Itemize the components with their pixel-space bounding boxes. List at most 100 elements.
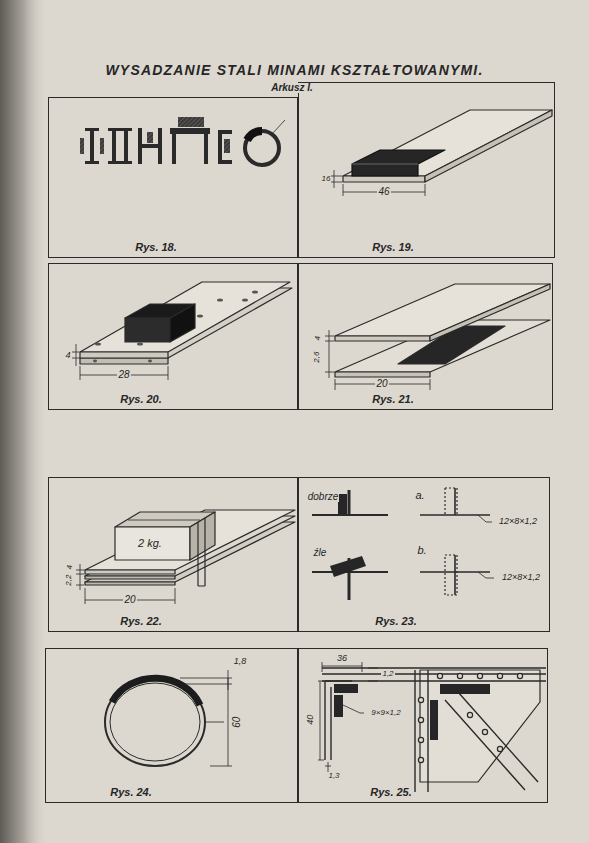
figure-panel: Rys. 18. [48, 97, 298, 258]
separated-plates [335, 372, 430, 377]
dimension-label: 4 [314, 335, 322, 341]
truss-joint [418, 757, 423, 762]
riveted-plates [252, 290, 258, 293]
angle-sections [330, 556, 366, 577]
plate-with-charge [352, 164, 418, 165]
dimension-label: 28 [117, 370, 130, 381]
steel-sections [90, 128, 94, 164]
truss-joint [334, 684, 358, 693]
figure-caption: Rys. 23. [375, 615, 417, 627]
ring-section [112, 678, 200, 705]
steel-sections [170, 128, 210, 134]
dimension-lines [335, 379, 430, 390]
dimension-lines [325, 330, 430, 390]
dimension-lines [72, 344, 168, 380]
truss-joint [418, 697, 423, 702]
separated-plates [335, 284, 550, 336]
steel-sections [218, 130, 232, 164]
plate-with-charge [352, 150, 445, 176]
truss-joint [418, 673, 522, 762]
angle-sections [478, 515, 492, 522]
figure-caption: Rys. 19. [372, 241, 414, 253]
dimension-lines [180, 670, 232, 690]
ring-section [110, 683, 200, 761]
figure-caption: Rys. 18. [135, 241, 177, 253]
dimension-label: dobrze [307, 492, 340, 503]
dimension-label: 16 [321, 175, 332, 183]
plate-stack-with-charge [115, 527, 190, 560]
truss-joint [415, 670, 428, 792]
dimension-label: źle [313, 548, 328, 559]
steel-sections [142, 144, 158, 148]
dimension-label: 60 [233, 715, 244, 728]
truss-joint [430, 700, 438, 740]
truss-joint [517, 673, 522, 678]
angle-sections [454, 488, 456, 515]
riveted-plates [217, 298, 223, 301]
figure-caption: Rys. 20. [120, 393, 162, 405]
steel-sections [147, 132, 153, 143]
steel-sections [124, 128, 128, 164]
angle-sections [445, 555, 457, 595]
truss-joint [440, 684, 490, 694]
separated-plates [430, 284, 550, 341]
dimension-label: 2,6 [314, 350, 322, 363]
dimension-lines [368, 668, 378, 681]
riveted-plates [95, 342, 101, 345]
dimension-lines [343, 705, 364, 713]
truss-joint [322, 668, 546, 681]
steel-sections [172, 134, 176, 164]
angle-sections [312, 488, 494, 600]
steel-sections [120, 128, 132, 131]
sheet-number: Arkusz I. [270, 83, 314, 94]
figure-panel: Rys. 20. [48, 263, 298, 410]
dimension-label: a. [414, 490, 425, 502]
riveted-plates [148, 360, 152, 363]
steel-sections [178, 117, 204, 127]
ring-section [105, 678, 205, 766]
figure-caption: Rys. 22. [120, 615, 162, 627]
angle-sections [454, 555, 456, 595]
dimension-lines [72, 344, 79, 366]
truss-joint [467, 712, 472, 717]
riveted-plates [80, 282, 292, 364]
page-title: WYSADZANIE STALI MINAMI KSZTAŁTOWANYMI. [0, 62, 589, 78]
dimension-lines [180, 670, 232, 766]
riveted-plates [80, 352, 168, 358]
truss-joint [334, 695, 343, 717]
angle-sections [478, 572, 494, 578]
plate-stack-with-charge [128, 520, 200, 521]
truss-joint [497, 673, 502, 678]
truss-joint [418, 717, 423, 722]
dimension-label: 2,2 [66, 573, 74, 586]
dimension-label: b. [416, 545, 427, 557]
truss-joint [457, 673, 462, 678]
dimension-label: 46 [377, 187, 390, 198]
plate-stack-with-charge [85, 510, 295, 586]
riveted-plates [137, 342, 143, 345]
angle-sections [445, 488, 457, 515]
separated-plates [335, 336, 430, 341]
plate-stack-with-charge [85, 570, 175, 574]
truss-joint [445, 692, 538, 790]
steel-sections [138, 128, 142, 164]
steel-sections [80, 138, 84, 154]
pipe-section [247, 131, 262, 140]
dimension-label: 1,3 [327, 772, 340, 780]
figure-caption: Rys. 21. [372, 393, 414, 405]
ring-section [105, 678, 205, 766]
truss-joint [420, 670, 540, 782]
plate-stack-with-charge [85, 510, 295, 570]
riveted-plates [80, 358, 168, 364]
steel-sections [112, 128, 116, 164]
separated-plates [335, 284, 550, 377]
dimension-label: 1,8 [233, 657, 248, 666]
dimension-label: 9×9×1,2 [370, 709, 401, 717]
riveted-plates [125, 318, 170, 342]
steel-sections [204, 134, 208, 164]
dimension-lines [330, 170, 342, 188]
pipe-section [272, 120, 285, 134]
truss-joint [482, 729, 487, 734]
truss-joint [322, 668, 546, 792]
